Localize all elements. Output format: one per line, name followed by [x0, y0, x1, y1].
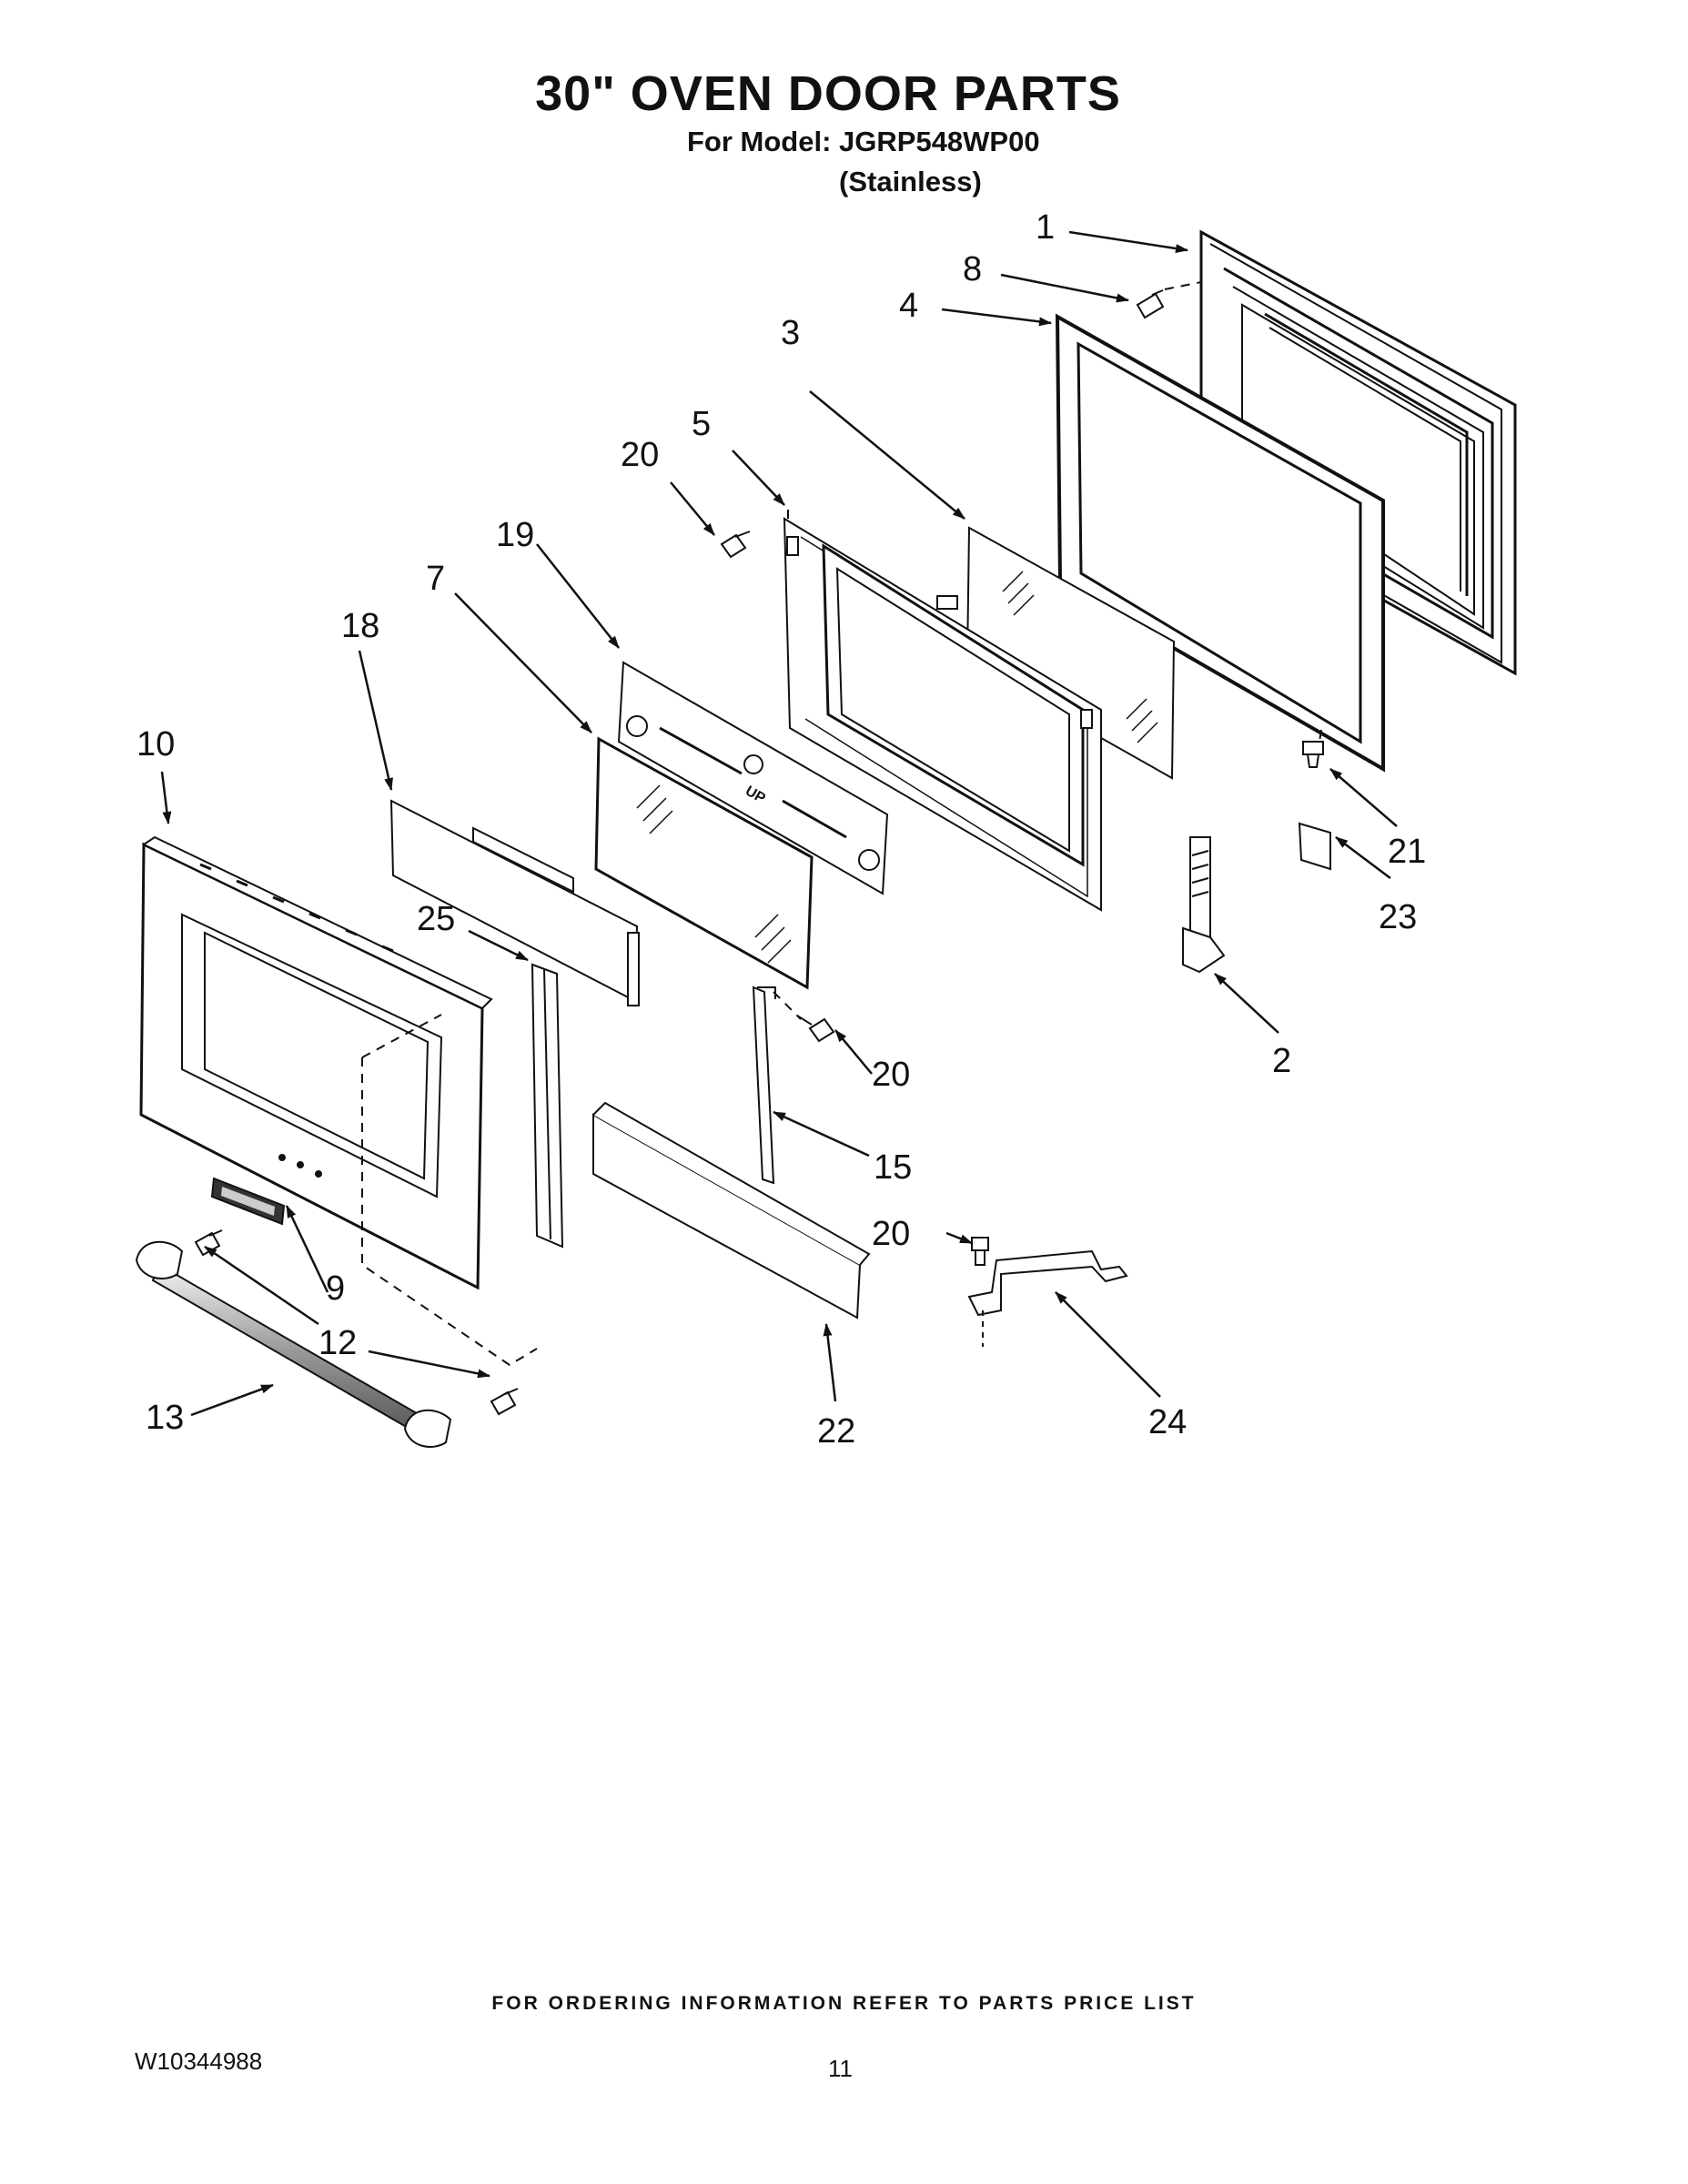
model-line: For Model: JGRP548WP00: [687, 126, 1040, 157]
page-title: 30" OVEN DOOR PARTS: [535, 66, 1121, 121]
callout-4: 4: [899, 287, 918, 325]
door-hinge: [1182, 836, 1226, 974]
callout-22: 22: [817, 1412, 855, 1451]
callout-15: 15: [874, 1148, 912, 1187]
alignment-lines: [361, 281, 1322, 1367]
callout-7: 7: [426, 560, 445, 598]
heat-shield-panel: [617, 661, 889, 895]
screw-8: [1136, 289, 1165, 319]
screw-20-mid: [796, 1015, 835, 1043]
ordering-note: FOR ORDERING INFORMATION REFER TO PARTS …: [491, 1993, 1197, 2014]
middle-glass: [594, 736, 814, 990]
handle-screw-left: [194, 1229, 223, 1257]
document-number: W10344988: [135, 2048, 263, 2075]
callout-20-low: 20: [872, 1215, 910, 1253]
hinge-clip: [1298, 822, 1331, 871]
inner-glass: [965, 526, 1176, 780]
callout-24: 24: [1148, 1403, 1187, 1441]
hinge-bracket: [752, 986, 776, 1185]
model-variant: (Stainless): [839, 166, 982, 197]
callout-20-mid: 20: [872, 1056, 910, 1094]
callout-9: 9: [326, 1269, 345, 1308]
screw-21: [1302, 741, 1324, 768]
nameplate-badge: [210, 1177, 286, 1226]
trim-strip: [389, 799, 640, 1006]
screw-20-low: [971, 1237, 989, 1266]
callout-23: 23: [1379, 898, 1417, 936]
callout-leaders: [160, 230, 1398, 1417]
callout-19: 19: [496, 516, 534, 554]
inner-door-frame: [783, 517, 1102, 912]
handle-screw-right: [490, 1388, 519, 1416]
page-number: 11: [828, 2055, 853, 2082]
screw-20-top: [720, 531, 751, 559]
door-handle: [135, 1240, 452, 1448]
bottom-channel: [592, 1101, 871, 1320]
callout-12: 12: [318, 1324, 357, 1362]
callout-2: 2: [1272, 1042, 1291, 1080]
callout-1: 1: [1036, 208, 1055, 247]
callout-21: 21: [1388, 833, 1426, 871]
side-channel: [531, 963, 564, 1249]
callout-3: 3: [781, 314, 800, 352]
floor-bracket: [967, 1249, 1128, 1347]
callout-18: 18: [341, 607, 379, 645]
callout-10: 10: [136, 725, 175, 763]
outer-door-panel: [139, 835, 493, 1290]
callout-numbers: 1 8 4 3 5 20 19 7 18 10 21 23 25 2 20 15…: [136, 208, 1426, 1451]
callout-13: 13: [146, 1399, 184, 1437]
callout-8: 8: [963, 250, 982, 288]
callout-20-top: 20: [621, 436, 659, 474]
door-gasket-frame: [1055, 313, 1385, 773]
callout-5: 5: [692, 405, 711, 443]
callout-25: 25: [417, 900, 455, 938]
